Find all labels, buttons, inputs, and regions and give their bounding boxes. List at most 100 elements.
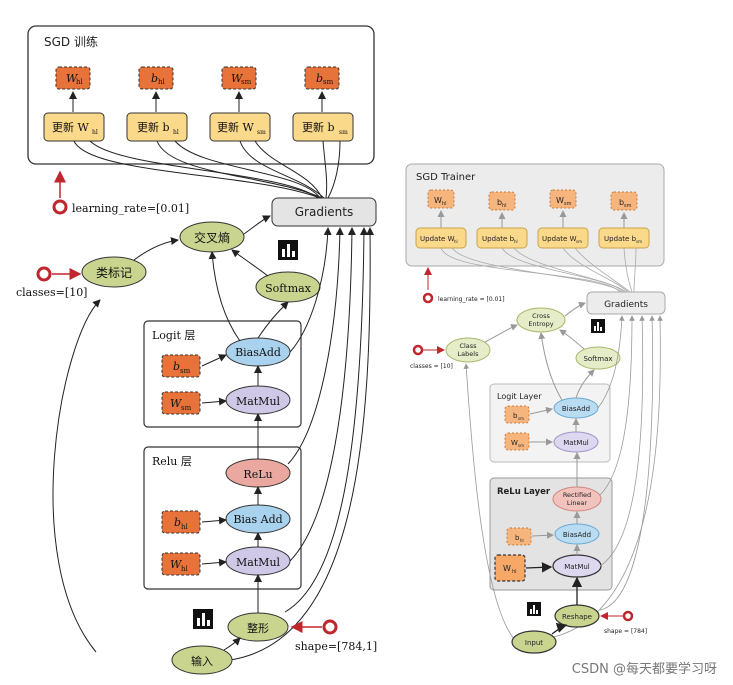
right-gradients-box — [586, 291, 666, 315]
right-update-w-hl-label: Update W — [420, 235, 455, 243]
right-shape-marker — [622, 610, 634, 622]
left-param-b-sm-sub: sm — [323, 78, 334, 86]
right-param-b-sm — [610, 191, 638, 211]
right-param-row: W hl b hl W sm b sm — [427, 189, 638, 211]
right-relu-b-hl-sub: hl — [520, 538, 524, 543]
left-update-b-sm-sub: sm — [339, 129, 348, 136]
left-relu-b-hl-label: b — [174, 516, 181, 529]
right-logit-b-sm-label: b — [513, 412, 518, 420]
right-class-labels-label-1: Class — [459, 342, 477, 350]
right-softmax-node — [575, 346, 621, 370]
left-update-w-hl-sub: hl — [92, 129, 98, 136]
left-update-b-hl-label: 更新 b — [137, 120, 170, 134]
right-param-w-hl — [427, 189, 455, 209]
right-cross-entropy-label-2: Entropy — [528, 320, 553, 328]
right-update-w-sm-label: Update W — [542, 235, 577, 243]
left-relu-b-hl-sub: hl — [181, 523, 189, 531]
left-update-b-sm-label: 更新 b — [302, 120, 335, 134]
left-logit-matmul-label: MatMul — [236, 395, 281, 408]
right-input-label: Input — [525, 639, 543, 647]
right-logit-w-sm-sub: sm — [518, 443, 524, 448]
right-update-b-sm-label: Update b — [604, 235, 637, 243]
left-softmax-label: Softmax — [265, 282, 312, 295]
left-param-w-sm-label: W — [231, 72, 244, 85]
right-relu-matmul-label: MatMul — [564, 563, 590, 571]
left-logit-w-sm-label: W — [170, 397, 183, 410]
left-update-w-sm-sub: sm — [257, 129, 266, 136]
left-logit-b-sm-label: b — [173, 360, 180, 373]
right-update-b-hl-label: Update b — [482, 235, 515, 243]
left-sgd-box — [27, 25, 375, 165]
left-param-row: W hl b hl W sm b sm — [55, 66, 340, 90]
right-classes-marker — [412, 344, 424, 356]
left-update-w-hl-label: 更新 W — [52, 120, 89, 134]
right-reshape-label: Reshape — [562, 613, 592, 621]
right-param-w-sm-label: W — [556, 196, 564, 205]
right-rectified-linear-label-2: Linear — [567, 499, 588, 507]
right-relu-layer-title: ReLu Layer — [497, 487, 551, 497]
right-param-b-sm-label: b — [619, 198, 624, 207]
left-class-labels-label: 类标记 — [96, 266, 132, 280]
right-class-labels-label-2: Labels — [458, 350, 480, 358]
left-logit-w-sm-sub: sm — [181, 404, 192, 412]
left-classes-label: classes=[10] — [16, 286, 87, 299]
left-classes-marker — [36, 266, 52, 282]
right-rectified-linear-label-1: Rectified — [563, 491, 591, 499]
left-relu-biasadd-label: Bias Add — [233, 513, 282, 526]
right-logit-w-sm — [504, 432, 530, 451]
right-cross-entropy-node — [516, 307, 566, 333]
right-logit-b-sm — [504, 405, 530, 424]
left-param-b-hl — [138, 66, 174, 90]
left-param-w-hl-sub: hl — [76, 78, 84, 86]
right-param-b-hl — [488, 191, 516, 211]
right-update-b-sm-sub: sm — [636, 239, 642, 244]
watermark: CSDN @每天都要学习呀 — [571, 662, 717, 677]
left-update-b-hl-sub: hl — [173, 129, 179, 136]
left-param-b-sm-label: b — [316, 72, 323, 85]
left-summary-chart-icon-bottom — [193, 609, 213, 629]
right-update-b-hl-sub: hl — [514, 239, 518, 244]
left-learning-rate-label: learning_rate=[0.01] — [72, 202, 189, 215]
left-logit-b-sm-sub: sm — [180, 367, 191, 375]
right-relu-w-hl-label: W — [503, 564, 511, 573]
right-relu-b-hl — [506, 527, 532, 546]
left-relu-w-hl — [161, 552, 201, 576]
left-relu-label: ReLu — [243, 468, 272, 481]
left-gradients-label: Gradients — [295, 205, 353, 219]
left-shape-marker — [322, 619, 338, 635]
left-update-w-sm-label: 更新 W — [217, 120, 254, 134]
right-param-w-hl-label: W — [434, 196, 442, 205]
right-update-w-hl-sub: hl — [454, 239, 458, 244]
left-reshape-label: 整形 — [247, 621, 269, 635]
right-relu-w-hl-sub: hl — [512, 569, 517, 575]
right-softmax-label: Softmax — [583, 355, 612, 363]
right-input-node — [511, 630, 557, 654]
left-input-node — [171, 645, 233, 675]
right-summary-chart-icon — [591, 319, 605, 333]
left-logit-w-sm — [161, 391, 201, 415]
left-logit-b-sm — [161, 354, 201, 378]
right-learning-rate-marker — [422, 292, 434, 304]
left-param-w-hl — [55, 66, 91, 90]
right-param-b-hl-label: b — [497, 198, 502, 207]
left-relu-layer-title: Relu 层 — [152, 455, 192, 468]
left-param-w-hl-label: W — [66, 72, 79, 85]
right-relu-biasadd-label: BiasAdd — [563, 531, 591, 539]
left-logit-layer-title: Logit 层 — [152, 329, 195, 342]
right-logit-layer-title: Logit Layer — [497, 392, 542, 401]
left-input-label: 输入 — [191, 654, 213, 668]
right-classes-label: classes = [10] — [410, 363, 453, 370]
right-relu-w-hl — [494, 554, 526, 582]
right-logit-b-sm-sub: sm — [518, 416, 524, 421]
right-shape-label: shape = [784] — [604, 628, 647, 635]
right-learning-rate-label: learning_rate = [0.01] — [438, 296, 505, 303]
right-class-labels-node — [445, 337, 491, 363]
left-relu-matmul-label: MatMul — [236, 556, 281, 569]
left-param-b-hl-sub: hl — [158, 78, 166, 86]
right-sgd-title: SGD Trainer — [416, 172, 476, 183]
right-logit-biasadd-label: BiasAdd — [562, 405, 590, 413]
left-update-row: 更新 W hl 更新 b hl 更新 W sm 更新 b sm — [43, 112, 354, 142]
left-logit-biasadd-label: BiasAdd — [235, 346, 281, 359]
left-param-w-sm — [221, 66, 257, 90]
